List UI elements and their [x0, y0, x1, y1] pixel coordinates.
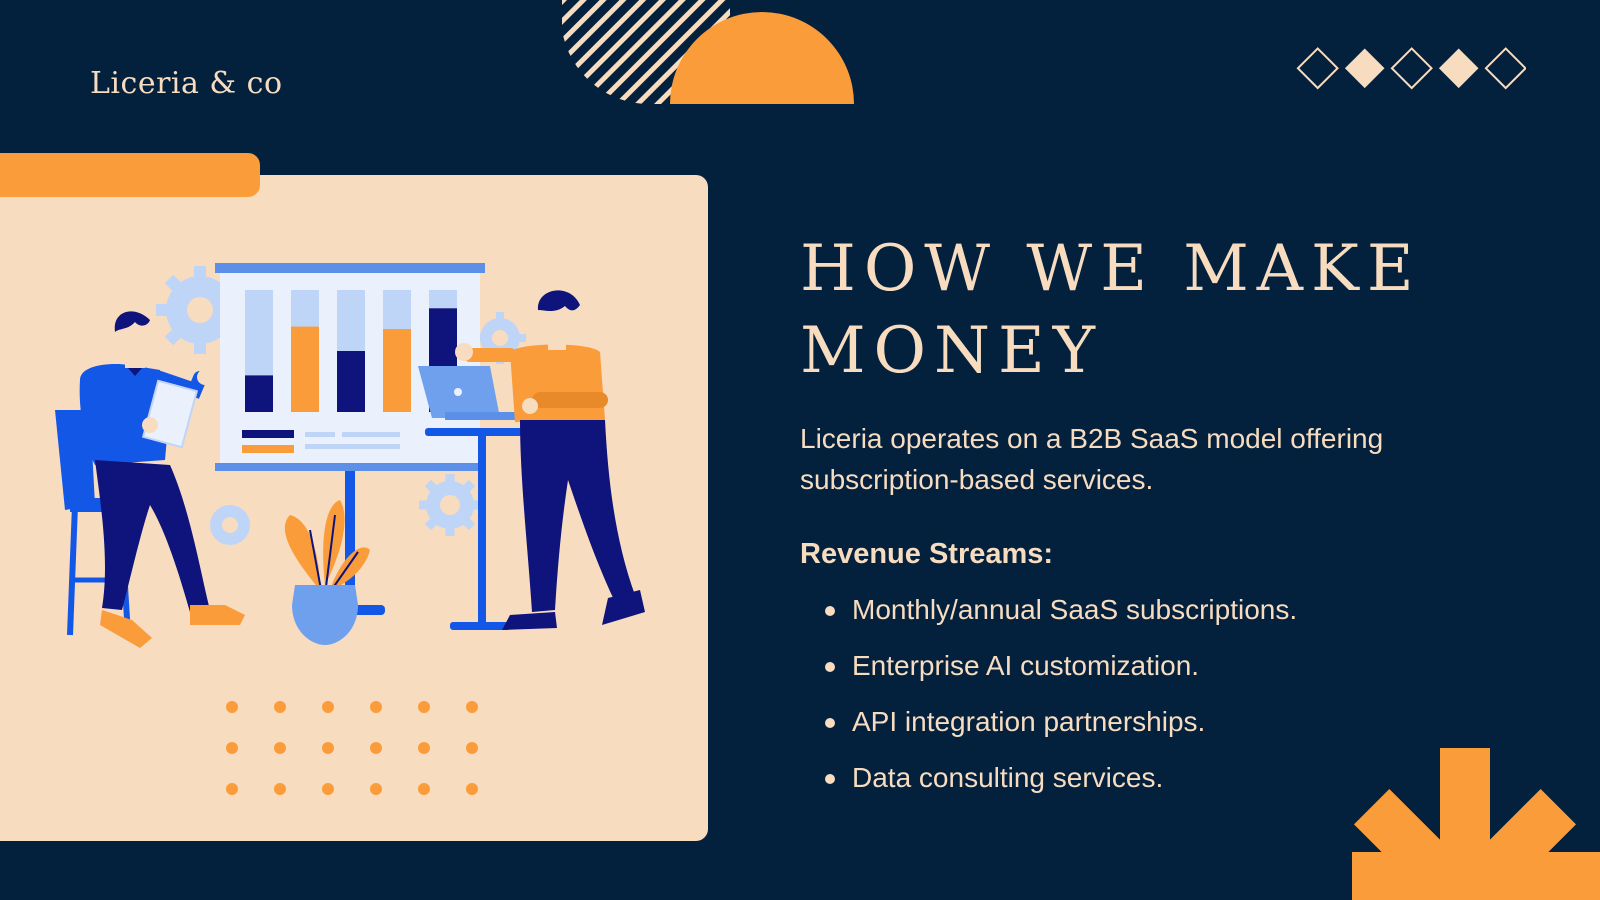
- standing-person: [418, 290, 645, 630]
- board-bar: [245, 375, 273, 412]
- list-item: Monthly/annual SaaS subscriptions.: [800, 582, 1297, 638]
- diamond-icon: [1484, 47, 1526, 90]
- seated-person: [55, 311, 245, 648]
- list-item-text: Monthly/annual SaaS subscriptions.: [852, 594, 1298, 625]
- list-item-text: Enterprise AI customization.: [852, 650, 1200, 681]
- orange-semicircle: [670, 12, 854, 104]
- list-item-text: Data consulting services.: [852, 762, 1164, 793]
- diamond-icon: [1344, 48, 1385, 89]
- card-accent-tab: [0, 153, 260, 197]
- list-item: API integration partnerships.: [800, 694, 1297, 750]
- title-line-2: MONEY: [800, 314, 1103, 388]
- slide-title: HOW WE MAKE MONEY: [800, 228, 1560, 392]
- gear-icon: [419, 474, 481, 536]
- gear-icon: [210, 505, 250, 545]
- board-bar: [337, 351, 365, 412]
- dot-grid-decoration: [226, 701, 478, 795]
- potted-plant: [284, 500, 370, 645]
- diamond-icon: [1438, 48, 1479, 89]
- board-bar: [291, 326, 319, 412]
- diamond-icon: [1296, 47, 1339, 90]
- team-presentation-illustration: [55, 263, 645, 648]
- revenue-streams-list: Monthly/annual SaaS subscriptions. Enter…: [800, 582, 1297, 806]
- diamond-icon: [1390, 47, 1433, 90]
- bullet-icon: [825, 774, 835, 784]
- diamond-row: [1296, 47, 1526, 90]
- bullet-icon: [825, 662, 835, 672]
- bullet-icon: [825, 606, 835, 616]
- slide-description: Liceria operates on a B2B SaaS model off…: [800, 423, 1384, 495]
- bullet-icon: [825, 718, 835, 728]
- list-item: Enterprise AI customization.: [800, 638, 1297, 694]
- list-item-text: API integration partnerships.: [852, 706, 1206, 737]
- revenue-streams-heading: Revenue Streams:: [800, 538, 1054, 570]
- title-line-1: HOW WE MAKE: [800, 232, 1422, 306]
- list-item: Data consulting services.: [800, 750, 1297, 806]
- brand-logo: Liceria & co: [90, 66, 283, 101]
- board-bar: [383, 329, 411, 412]
- board-stand: [345, 460, 355, 610]
- decorative-semicircles: [562, 0, 854, 105]
- asterisk-shape: [1352, 748, 1600, 900]
